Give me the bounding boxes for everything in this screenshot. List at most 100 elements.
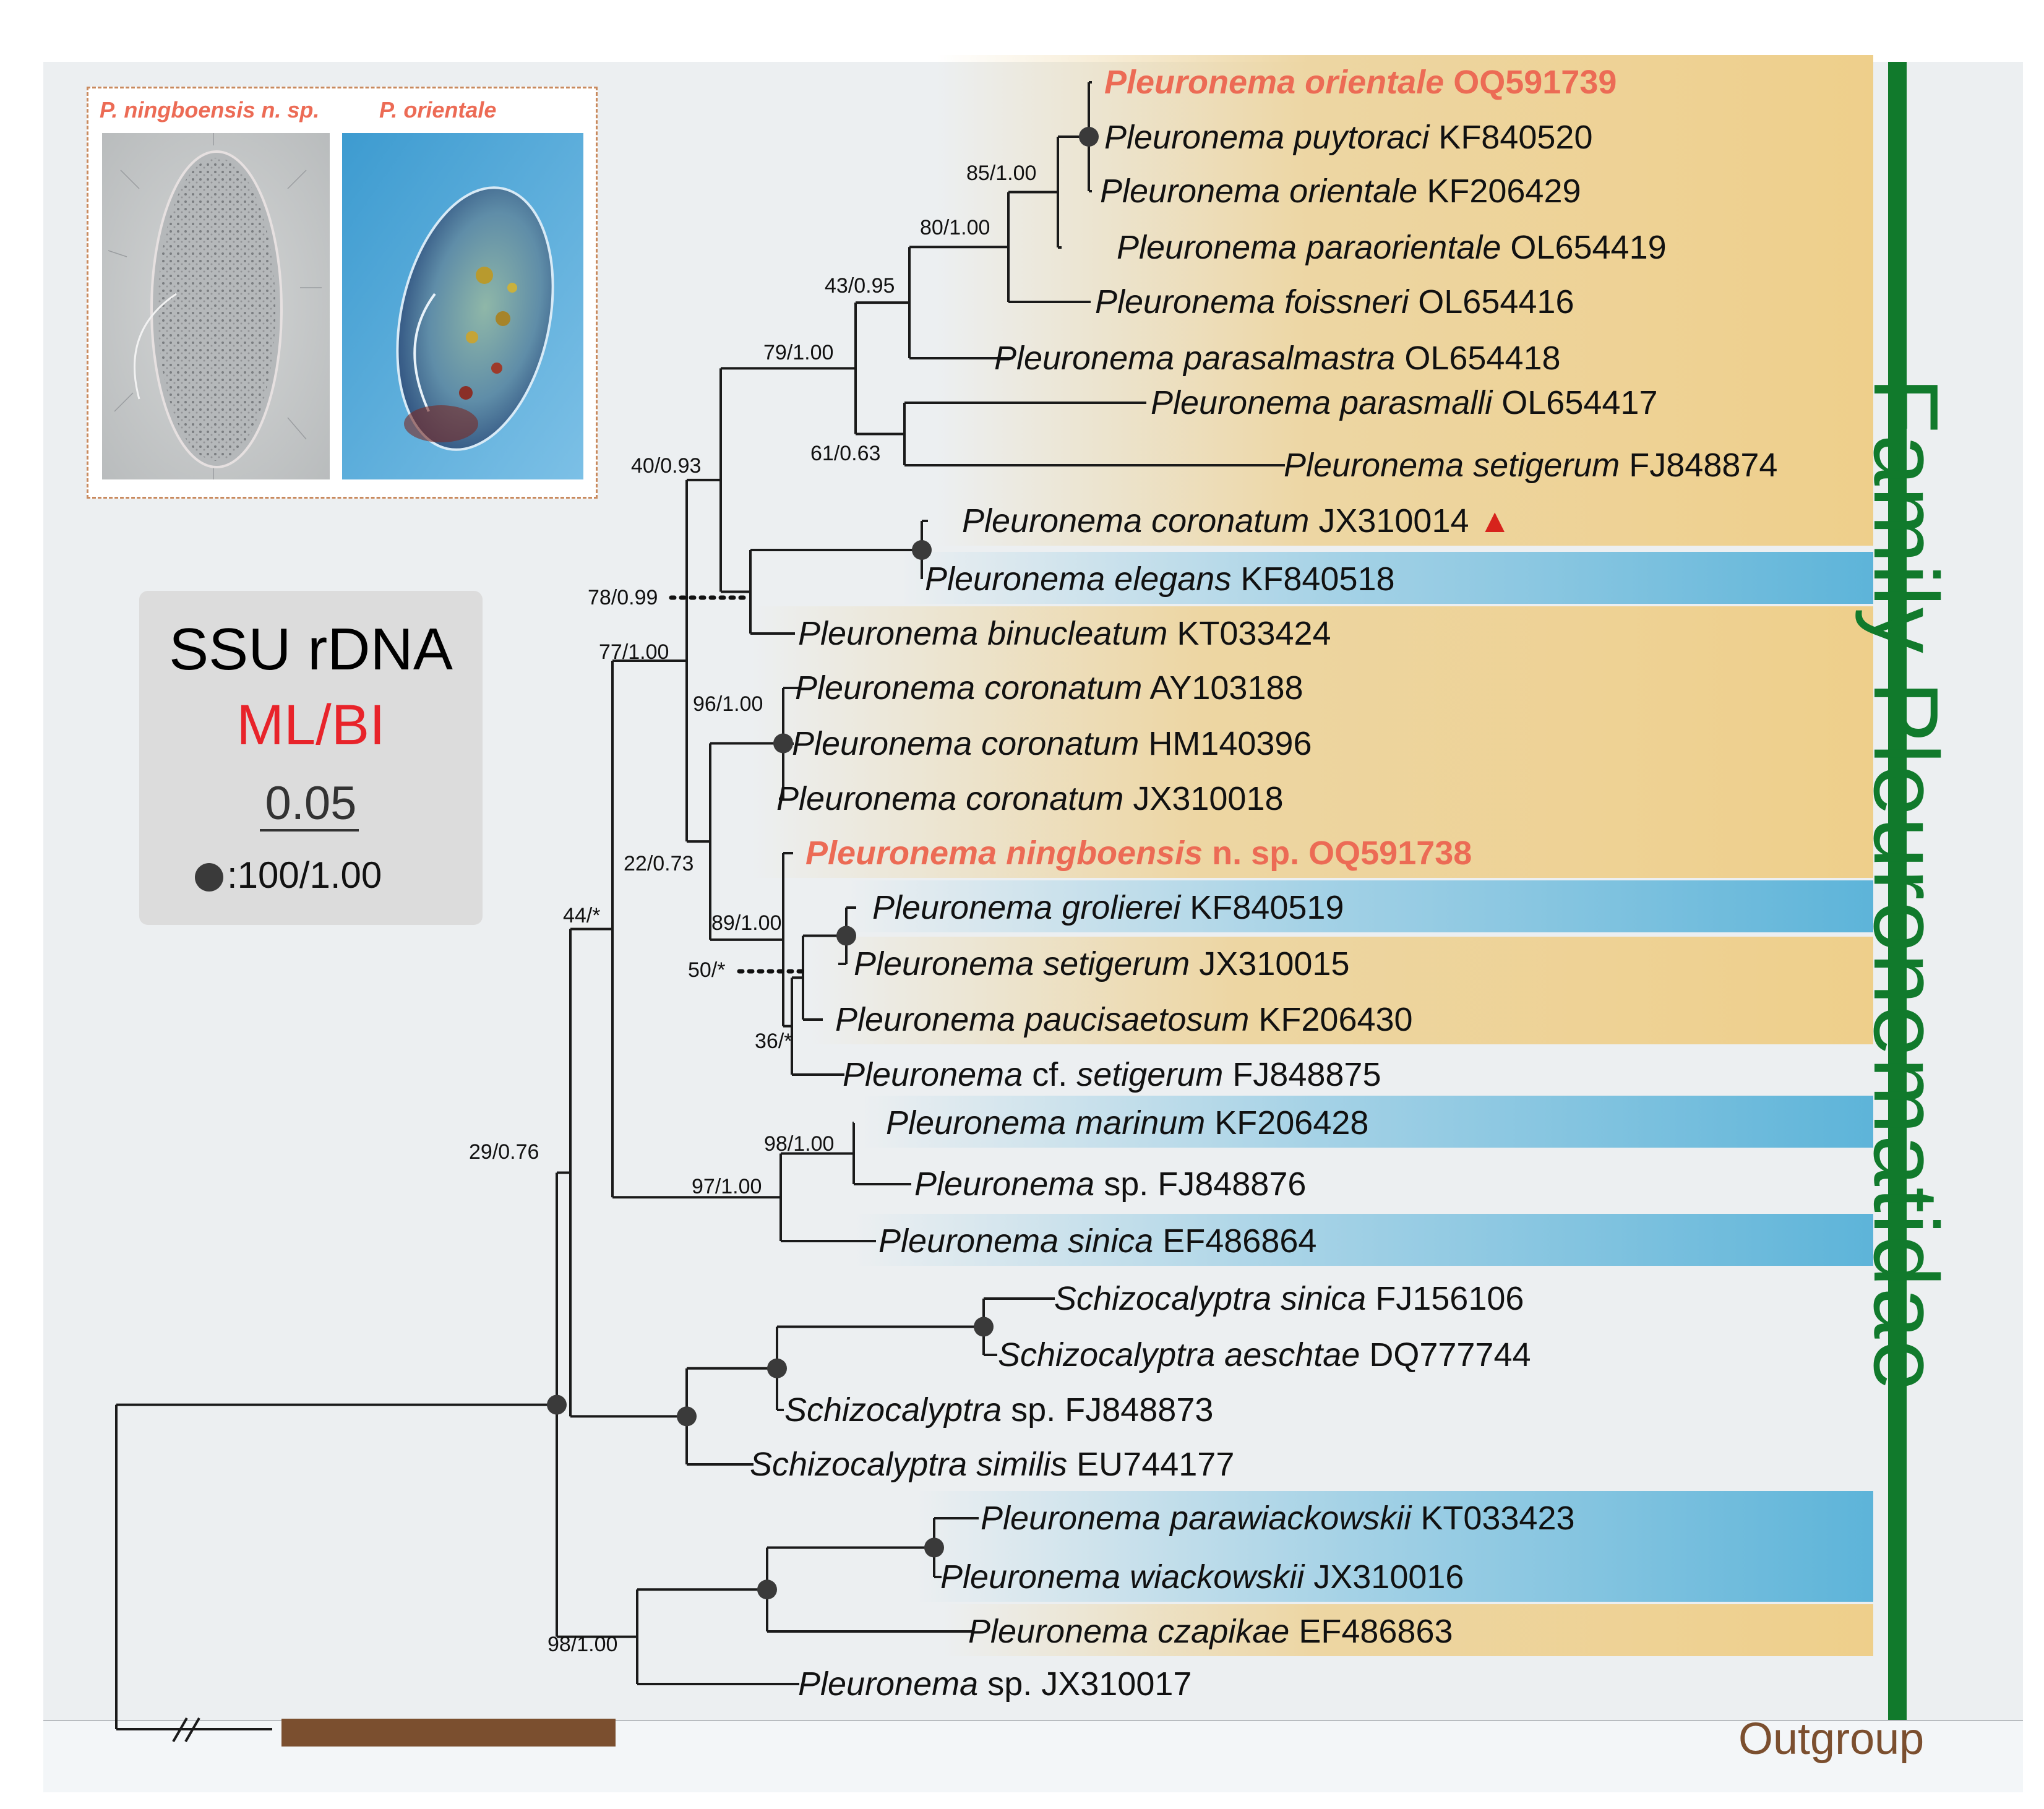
taxon-accession: JX310018	[1123, 780, 1284, 817]
support-value: 61/0.63	[810, 442, 881, 465]
support-value: 89/1.00	[711, 911, 782, 935]
outgroup-label: Outgroup	[1738, 1714, 1925, 1764]
support-value: 96/1.00	[693, 692, 763, 716]
taxon-label: Schizocalyptra sinica FJ156106	[1054, 1280, 1524, 1317]
taxon-name: Pleuronema czapikae	[968, 1613, 1290, 1650]
taxon-label: Pleuronema wiackowskii JX310016	[940, 1558, 1464, 1596]
full-support-node-dot	[974, 1317, 994, 1337]
branch-break-mark	[172, 1717, 188, 1743]
taxon-accession: FJ848874	[1620, 447, 1778, 484]
taxon-label: Pleuronema setigerum FJ848874	[1284, 447, 1777, 484]
taxon-accession: JX310015	[1190, 945, 1350, 982]
taxon-label: Pleuronema ningboensis n. sp. OQ591738	[805, 835, 1472, 872]
taxon-accession: DQ777744	[1360, 1336, 1531, 1373]
taxon-label: Pleuronema czapikae EF486863	[968, 1613, 1453, 1650]
taxon-label: Pleuronema sp. FJ848876	[914, 1166, 1306, 1203]
taxon-name: Pleuronema	[798, 1665, 979, 1703]
taxon-name: setigerum	[1076, 1056, 1224, 1093]
taxon-accession: OL654416	[1409, 283, 1574, 320]
support-value: 98/1.00	[764, 1132, 835, 1156]
support-value: 36/*	[755, 1029, 792, 1053]
taxon-name: Pleuronema coronatum	[776, 780, 1124, 817]
support-value: 97/1.00	[692, 1175, 762, 1198]
full-support-node-dot	[1079, 127, 1099, 147]
support-value: 77/1.00	[599, 640, 669, 664]
taxon-accession: FJ156106	[1366, 1280, 1524, 1317]
node-legend-text: :100/1.00	[227, 854, 382, 896]
taxon-name: Pleuronema	[843, 1056, 1023, 1093]
triangle-marker-icon: ▲	[1469, 502, 1511, 539]
taxon-name: Pleuronema orientale	[1100, 173, 1418, 210]
taxon-label: Schizocalyptra aeschtae DQ777744	[998, 1336, 1531, 1373]
full-support-node-dot	[757, 1579, 777, 1600]
taxon-label: Pleuronema paraorientale OL654419	[1117, 229, 1667, 266]
clade-band-blue	[916, 1491, 1873, 1602]
taxon-name: Schizocalyptra similis	[750, 1446, 1068, 1483]
support-value: 85/1.00	[966, 161, 1037, 185]
full-support-node-dot	[773, 733, 793, 754]
taxon-name: Schizocalyptra aeschtae	[998, 1336, 1360, 1373]
taxon-accession: OL654417	[1492, 384, 1658, 421]
taxon-name: Pleuronema binucleatum	[798, 615, 1168, 652]
taxon-accession: n. sp. OQ591738	[1203, 835, 1472, 872]
taxon-label: Pleuronema setigerum JX310015	[854, 945, 1350, 982]
taxon-accession: cf.	[1023, 1056, 1077, 1093]
taxon-name: Pleuronema paraorientale	[1117, 229, 1501, 266]
full-support-node-dot	[677, 1406, 697, 1427]
taxon-name: Schizocalyptra sinica	[1054, 1280, 1367, 1317]
micrograph-inset: P. ningboensis n. sp. P. orientale	[87, 87, 598, 499]
taxon-accession: OQ591739	[1444, 64, 1617, 101]
support-value: 78/0.99	[588, 586, 658, 609]
support-value: 98/1.00	[548, 1633, 618, 1656]
taxon-label: Pleuronema orientale OQ591739	[1104, 64, 1617, 101]
taxon-name: Pleuronema puytoraci	[1104, 119, 1430, 156]
taxon-accession: JX310014	[1309, 502, 1469, 539]
taxon-accession: KF840520	[1429, 119, 1593, 156]
taxon-name: Pleuronema parasalmastra	[994, 340, 1396, 377]
legend-box: SSU rDNA ML/BI 0.05 :100/1.00	[139, 591, 483, 925]
full-support-node-dot	[912, 540, 932, 560]
branch-break-mark	[184, 1717, 200, 1743]
taxon-label: Pleuronema parawiackowskii KT033423	[981, 1500, 1575, 1537]
taxon-name: Pleuronema wiackowskii	[940, 1558, 1305, 1596]
family-bar	[1888, 62, 1907, 1720]
taxon-name: Pleuronema coronatum	[792, 725, 1140, 762]
scale-label: 0.05	[265, 777, 357, 830]
inset-right-label: P. orientale	[379, 97, 497, 122]
taxon-label: Pleuronema elegans KF840518	[925, 561, 1395, 598]
clade-band-yellow	[752, 606, 1873, 878]
taxon-name: Pleuronema parawiackowskii	[981, 1500, 1412, 1537]
taxon-accession: HM140396	[1139, 725, 1312, 762]
taxon-accession: FJ848875	[1223, 1056, 1381, 1093]
taxon-name: Schizocalyptra	[784, 1391, 1002, 1429]
taxon-accession: KF840519	[1180, 889, 1344, 926]
taxon-label: Pleuronema parasalmastra OL654418	[994, 340, 1561, 377]
node-dot-icon	[195, 863, 223, 892]
clade-band-yellow	[943, 1604, 1873, 1656]
support-value: 79/1.00	[763, 341, 834, 364]
full-support-node-dot	[924, 1537, 944, 1558]
taxon-accession: KF206430	[1249, 1001, 1413, 1038]
support-value: 40/0.93	[631, 454, 702, 478]
clade-band-blue	[900, 552, 1873, 604]
taxon-name: Pleuronema coronatum	[962, 502, 1310, 539]
taxon-name: Pleuronema foissneri	[1095, 283, 1409, 320]
taxon-name: Pleuronema coronatum	[795, 669, 1143, 707]
taxon-label: Pleuronema grolierei KF840519	[872, 889, 1344, 926]
taxon-accession: OL654418	[1395, 340, 1561, 377]
clade-band-yellow	[810, 937, 1873, 1044]
support-value: 22/0.73	[624, 852, 694, 875]
outgroup-bar	[281, 1719, 616, 1747]
taxon-name: Pleuronema parasmalli	[1151, 384, 1493, 421]
taxon-label: Pleuronema coronatum JX310014 ▲	[962, 502, 1511, 539]
taxon-accession: KF840518	[1231, 561, 1395, 598]
taxon-name: Pleuronema sinica	[878, 1222, 1154, 1260]
taxon-accession: EU744177	[1067, 1446, 1235, 1483]
support-value: 29/0.76	[469, 1140, 539, 1164]
taxon-label: Schizocalyptra similis EU744177	[750, 1446, 1234, 1483]
taxon-label: Pleuronema sp. JX310017	[798, 1665, 1192, 1703]
taxon-label: Pleuronema cf. setigerum FJ848875	[843, 1056, 1381, 1093]
support-value: 80/1.00	[920, 216, 990, 239]
taxon-accession: AY103188	[1142, 669, 1303, 707]
micrograph-orientale	[342, 133, 583, 479]
